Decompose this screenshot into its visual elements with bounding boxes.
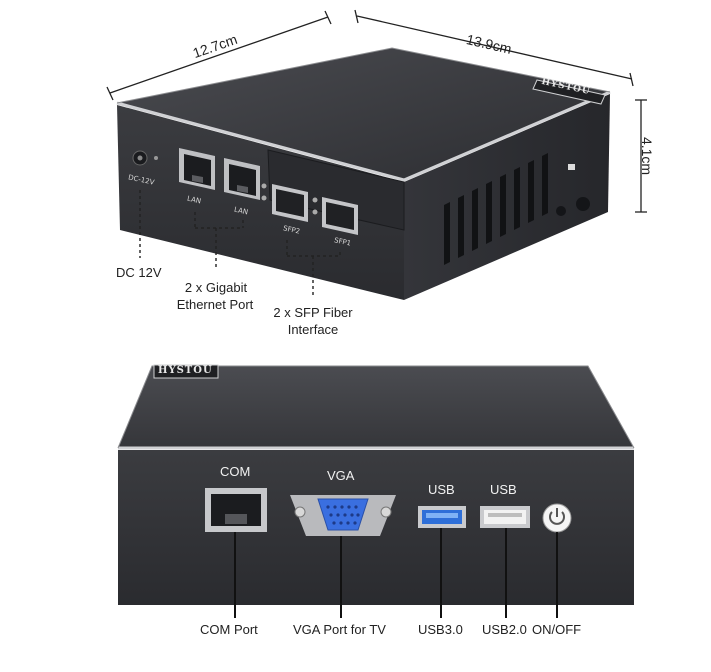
usb3-callout: USB3.0: [418, 622, 463, 637]
vga-port-label: VGA: [327, 468, 355, 483]
power-button: [542, 503, 572, 533]
brand-logo-bottom: HYSTOU: [158, 365, 213, 376]
sfp-callout-line2: Interface: [287, 322, 339, 337]
bottom-device-lid: [118, 366, 634, 448]
sfp-port-1: [322, 197, 358, 235]
sfp-port-2: [272, 184, 308, 222]
lan-port-1: [179, 148, 215, 190]
com-callout: COM Port: [200, 622, 258, 637]
lan-port-2: [224, 158, 260, 200]
dc-callout: DC 12V: [116, 265, 162, 280]
top-brand-plate: [532, 79, 606, 105]
ethernet-callout-line2: Ethernet Port: [176, 297, 254, 312]
usb2-port-label: USB: [490, 482, 517, 497]
dimension-lines: [106, 9, 647, 213]
usb2-callout: USB2.0: [482, 622, 527, 637]
com-port: [205, 488, 267, 532]
top-device-side: [404, 94, 610, 300]
vga-port: [290, 495, 396, 536]
top-device: [116, 47, 611, 300]
side-hole: [576, 197, 590, 211]
side-vents: [444, 153, 548, 265]
power-callout: ON/OFF: [532, 622, 582, 637]
top-device-lid: [117, 48, 610, 180]
vga-callout: VGA Port for TV: [293, 622, 386, 637]
bottom-callout-lines: [234, 528, 558, 618]
height-dimension-label: 4.1cm: [639, 136, 656, 176]
usb1-port-label: USB: [428, 482, 455, 497]
ethernet-callout-line1: 2 x Gigabit: [184, 280, 248, 295]
com-port-label: COM: [220, 464, 251, 479]
usb2-port: [480, 506, 530, 528]
top-callout-lines: [139, 190, 341, 298]
usb3-port: [418, 506, 466, 528]
top-device-bevel: [116, 90, 611, 182]
bottom-brand-plate: [153, 364, 219, 379]
sfp-callout-line1: 2 x SFP Fiber: [273, 305, 353, 320]
bottom-device: [117, 364, 635, 605]
